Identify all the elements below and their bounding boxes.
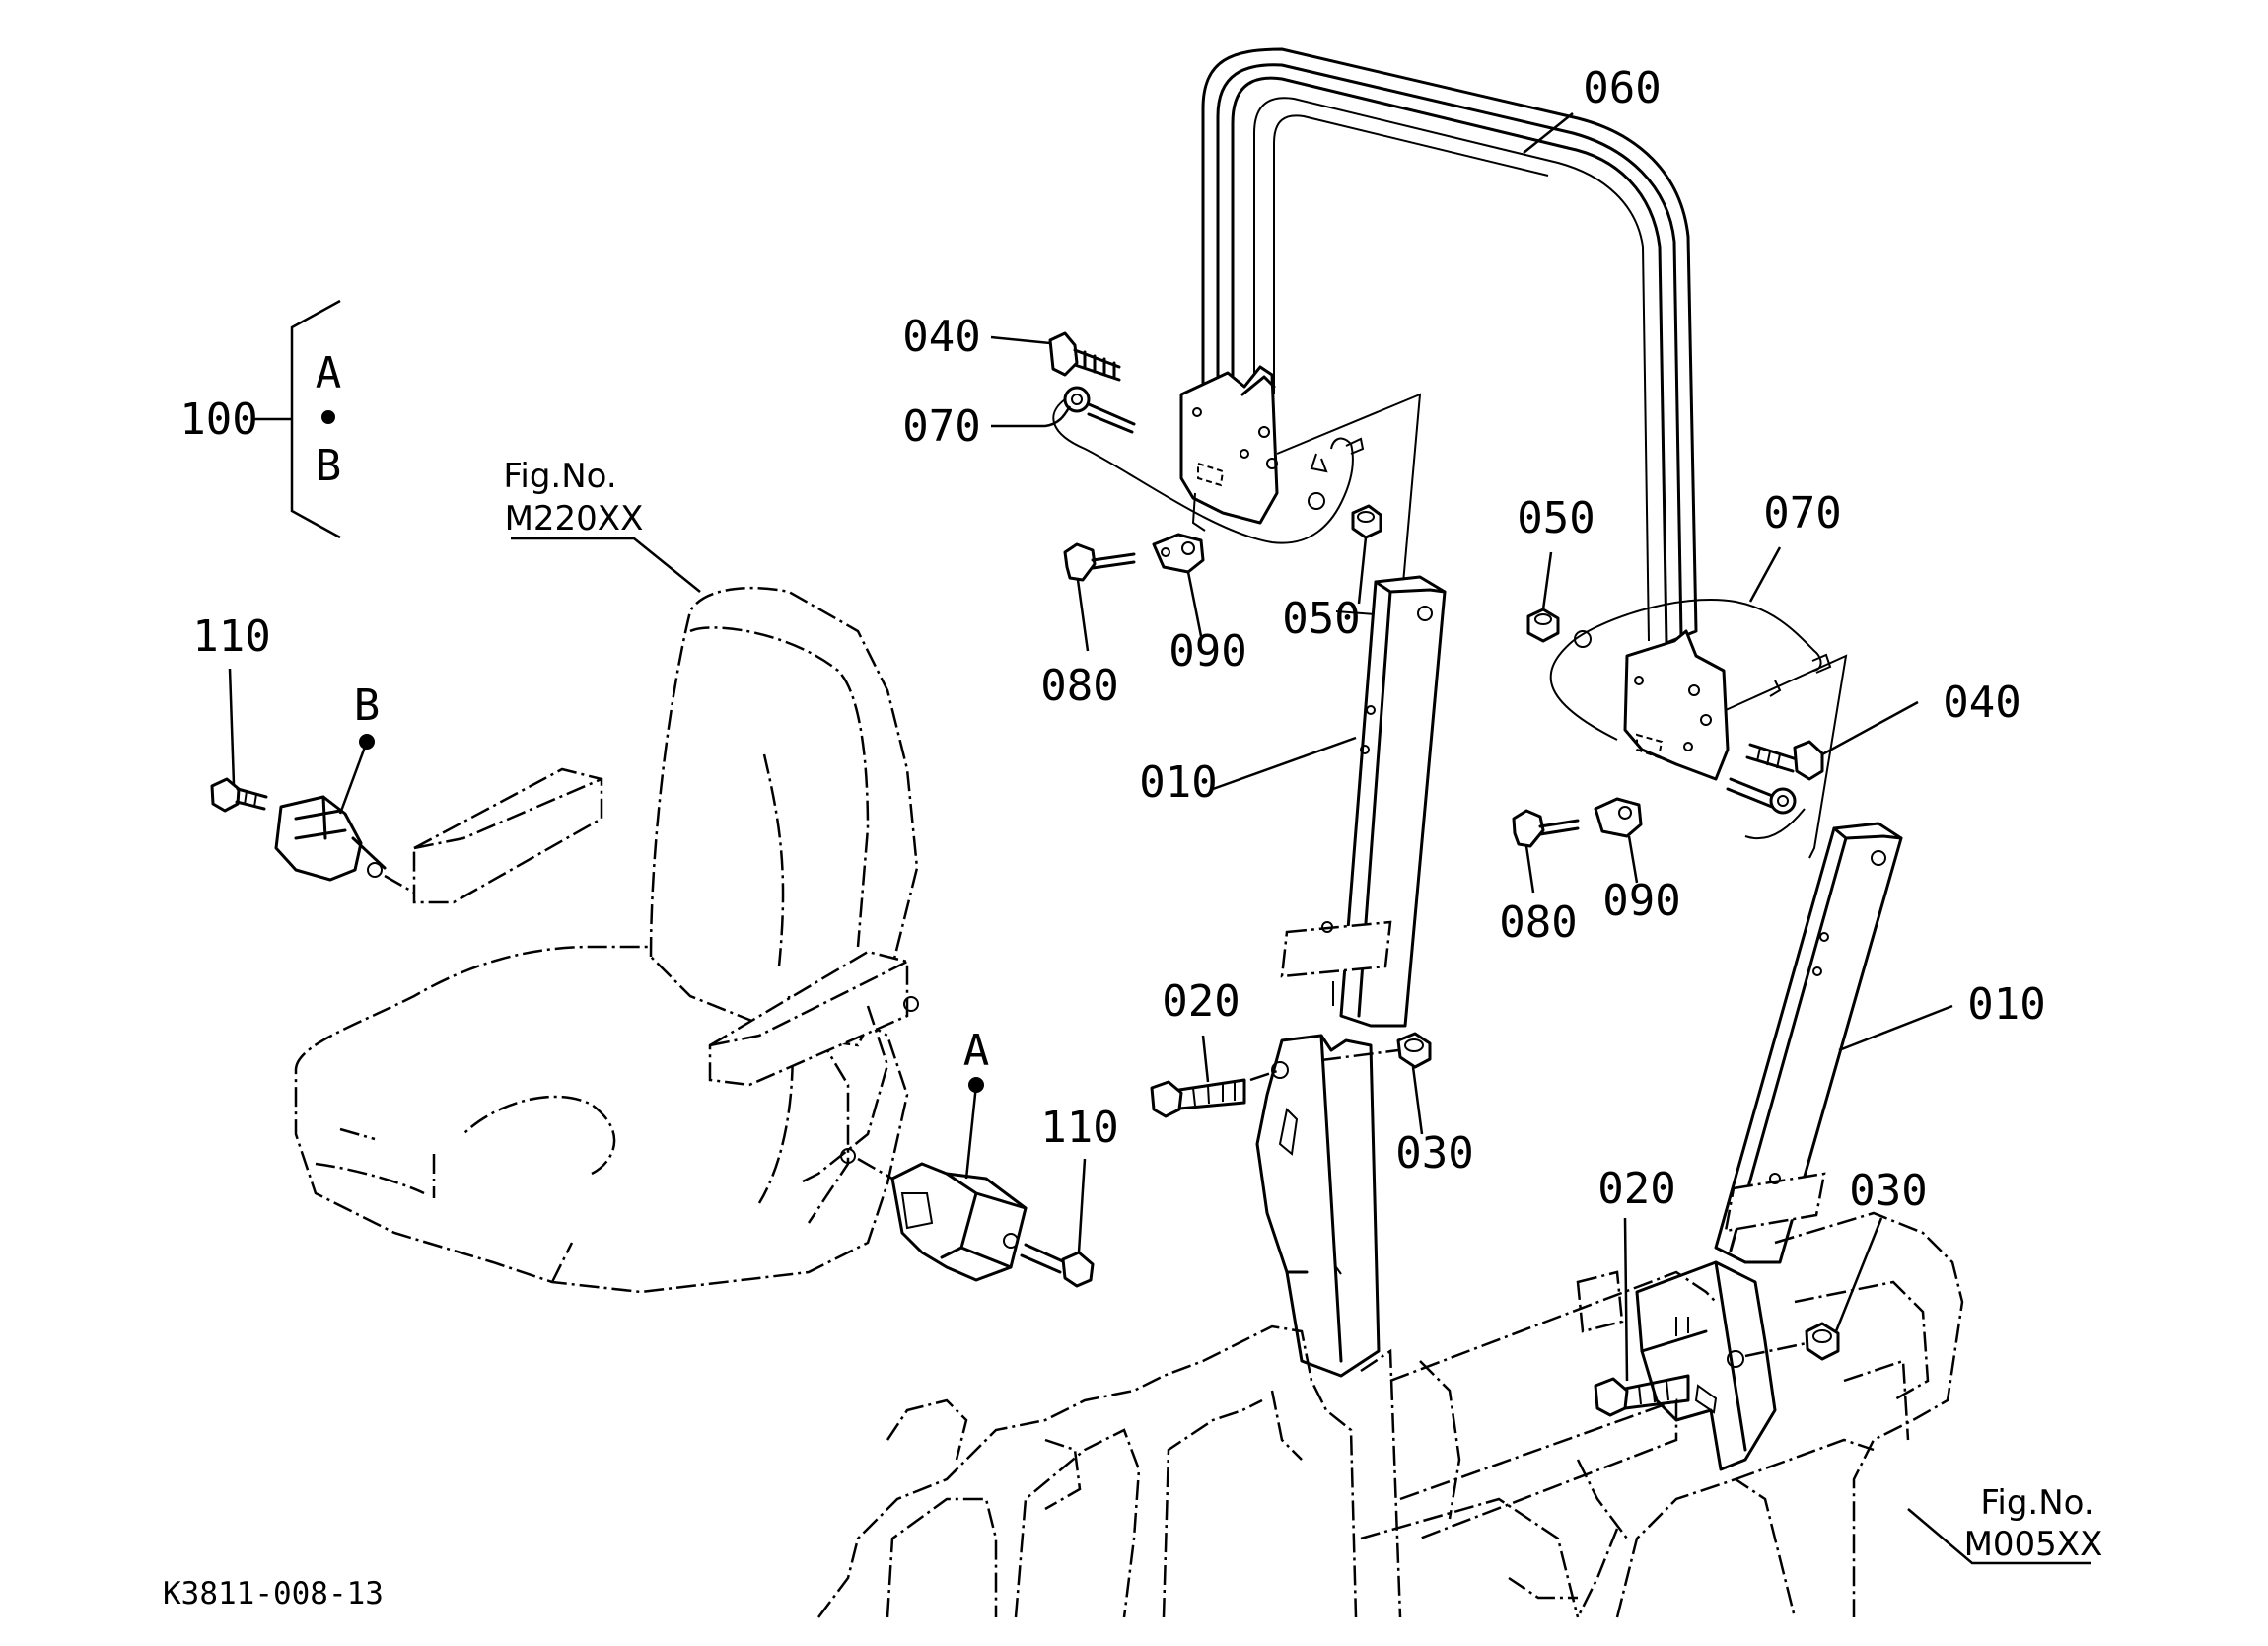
callout-010-right: 010 bbox=[1967, 979, 2045, 1030]
pin-040-right bbox=[1745, 740, 1824, 781]
callout-030-left: 030 bbox=[1395, 1128, 1473, 1179]
post-010-left bbox=[1280, 575, 1447, 1028]
callout-050-left: 050 bbox=[1282, 594, 1360, 644]
nut-030-left bbox=[1396, 1032, 1432, 1069]
callout-030-right: 030 bbox=[1849, 1166, 1927, 1216]
right-bar-bracket bbox=[1623, 629, 1730, 781]
fig-ref-frame-line2: M005XX bbox=[1964, 1525, 2103, 1564]
callout-110-left: 110 bbox=[192, 611, 270, 662]
callout-080-left: 080 bbox=[1040, 661, 1118, 711]
kit-callout-100: A B 100 bbox=[179, 299, 342, 539]
knob-080-right bbox=[1512, 809, 1580, 848]
fig-ref-frame-line1: Fig.No. bbox=[1980, 1483, 2093, 1523]
seat bbox=[294, 586, 919, 1294]
callout-080-right: 080 bbox=[1499, 897, 1577, 948]
callout-010-left: 010 bbox=[1139, 757, 1217, 808]
knob-080-left bbox=[1063, 542, 1136, 582]
seatbelt-retractor-a bbox=[890, 1162, 1095, 1288]
callout-040-right: 040 bbox=[1943, 678, 2020, 728]
callout-040-left: 040 bbox=[902, 312, 980, 362]
drawing-code: K3811-008-13 bbox=[163, 1576, 384, 1611]
callout-090-left: 090 bbox=[1169, 626, 1246, 677]
pin-040-left bbox=[1048, 331, 1121, 382]
post-010-right bbox=[1714, 822, 1903, 1264]
pin-020-left bbox=[1150, 1078, 1246, 1118]
tractor-frame bbox=[817, 1211, 1964, 1618]
pin-020-right bbox=[1594, 1374, 1690, 1417]
callout-020-right: 020 bbox=[1597, 1164, 1675, 1214]
callout-060: 060 bbox=[1583, 63, 1661, 113]
fig-ref-frame: Fig.No. M005XX bbox=[1964, 1483, 2103, 1564]
detail-marker-b: B bbox=[354, 680, 381, 731]
fig-ref-seat-line1: Fig.No. bbox=[503, 457, 616, 496]
kit-letter-b: B bbox=[316, 441, 342, 491]
lanyard-070-right bbox=[1549, 599, 1832, 840]
roll-bar bbox=[1201, 47, 1698, 645]
leader-lines bbox=[228, 112, 2091, 1565]
callout-070-left: 070 bbox=[902, 401, 980, 452]
nut-030-right bbox=[1805, 1322, 1840, 1361]
kit-dot bbox=[321, 410, 335, 424]
callout-070-right: 070 bbox=[1763, 488, 1841, 538]
bracket-090-right bbox=[1594, 797, 1643, 838]
callout-100: 100 bbox=[179, 394, 257, 445]
nut-050-right bbox=[1526, 608, 1592, 648]
detail-dot-b bbox=[359, 734, 375, 750]
left-bar-bracket bbox=[1179, 365, 1279, 532]
detail-marker-a: A bbox=[963, 1026, 990, 1076]
bracket-090-left bbox=[1152, 533, 1205, 574]
kit-letter-a: A bbox=[316, 348, 342, 398]
part-labels: 060 040 070 080 090 050 010 020 030 050 … bbox=[192, 63, 2045, 1216]
lynch-pin-right bbox=[1726, 777, 1797, 815]
callout-110-right: 110 bbox=[1040, 1103, 1118, 1153]
fig-ref-seat: Fig.No. M220XX bbox=[503, 457, 643, 538]
detail-dot-a bbox=[968, 1077, 984, 1093]
nut-050-left bbox=[1308, 492, 1382, 539]
seatbelt-buckle-b bbox=[210, 777, 387, 882]
lanyard-070-left bbox=[1052, 386, 1365, 544]
fig-ref-seat-line2: M220XX bbox=[505, 499, 644, 538]
callout-020-left: 020 bbox=[1162, 976, 1240, 1027]
callout-090-right: 090 bbox=[1602, 876, 1680, 926]
callout-050-right: 050 bbox=[1517, 493, 1595, 543]
lower-left-mount bbox=[1255, 1034, 1381, 1378]
